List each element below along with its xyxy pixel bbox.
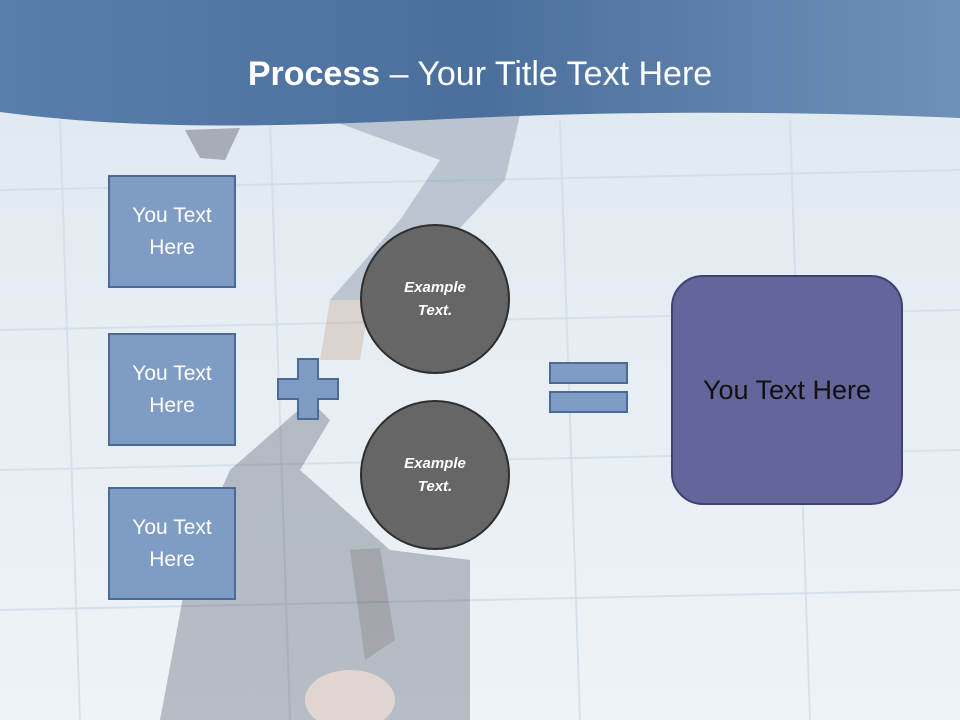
input-box-label: You Text Here xyxy=(132,515,212,571)
circle-label: Example Text. xyxy=(404,279,466,319)
input-box-3[interactable]: You Text Here xyxy=(108,487,236,600)
equals-icon xyxy=(549,362,628,413)
slide-title: Process – Your Title Text Here xyxy=(0,52,960,96)
input-box-1[interactable]: You Text Here xyxy=(108,175,236,288)
result-label: You Text Here xyxy=(702,374,872,405)
plus-icon xyxy=(277,358,339,420)
title-rest: – Your Title Text Here xyxy=(380,55,713,93)
input-box-label: You Text Here xyxy=(132,203,212,259)
title-bold: Process xyxy=(247,55,381,93)
result-box[interactable]: You Text Here xyxy=(671,275,903,505)
input-box-2[interactable]: You Text Here xyxy=(108,333,236,446)
circle-label: Example Text. xyxy=(404,455,466,495)
example-circle-1[interactable]: Example Text. xyxy=(360,224,510,374)
example-circle-2[interactable]: Example Text. xyxy=(360,400,510,550)
input-box-label: You Text Here xyxy=(132,361,212,417)
